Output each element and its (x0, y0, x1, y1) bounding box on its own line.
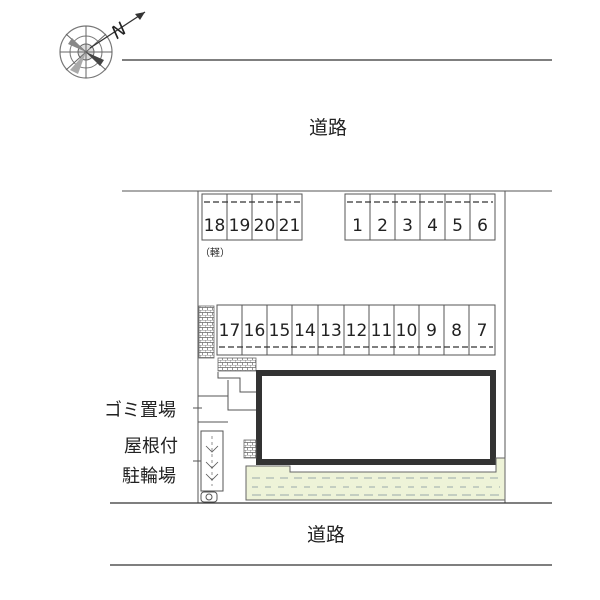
parking-top-right (344, 193, 496, 241)
parking-space-21: 21 (279, 216, 301, 236)
steps (217, 357, 257, 372)
garbage-area-label: ゴミ置場 (104, 400, 176, 421)
parking-space-12: 12 (346, 321, 368, 341)
parking-space-9: 9 (426, 321, 437, 341)
parking-space-7: 7 (477, 321, 488, 341)
parking-space-16: 16 (244, 321, 266, 341)
parking-space-20: 20 (254, 216, 276, 236)
walkway (198, 372, 258, 423)
compass-label: N (108, 19, 131, 44)
parking-space-4: 4 (427, 216, 438, 236)
lawn-area (245, 457, 506, 501)
bicycle-parking (200, 430, 224, 503)
parking-middle-row (216, 304, 496, 356)
parking-space-10: 10 (396, 321, 418, 341)
parking-space-3: 3 (402, 216, 413, 236)
parking-space-17: 17 (219, 321, 241, 341)
building (256, 370, 496, 465)
parking-space-11: 11 (371, 321, 393, 341)
road-bottom-label: 道路 (307, 524, 345, 546)
parking-space-8: 8 (451, 321, 462, 341)
parking-space-14: 14 (294, 321, 316, 341)
parking-space-18: 18 (204, 216, 226, 236)
parking-space-1: 1 (352, 216, 363, 236)
parking-space-2: 2 (377, 216, 388, 236)
road-top-label: 道路 (309, 117, 347, 139)
compass-icon (59, 11, 146, 79)
parking-space-19: 19 (229, 216, 251, 236)
brick-wall (198, 305, 215, 359)
parking-space-5: 5 (452, 216, 463, 236)
parking-top-left (201, 193, 303, 241)
parking-space-15: 15 (269, 321, 291, 341)
building-brick-detail (243, 439, 257, 459)
parking-space-13: 13 (320, 321, 342, 341)
bike-parking-label-line2: 駐輪場 (122, 466, 176, 487)
parking-space-6: 6 (477, 216, 488, 236)
bike-parking-label-line1: 屋根付 (124, 436, 178, 457)
light-vehicle-note: （軽） (200, 247, 230, 259)
